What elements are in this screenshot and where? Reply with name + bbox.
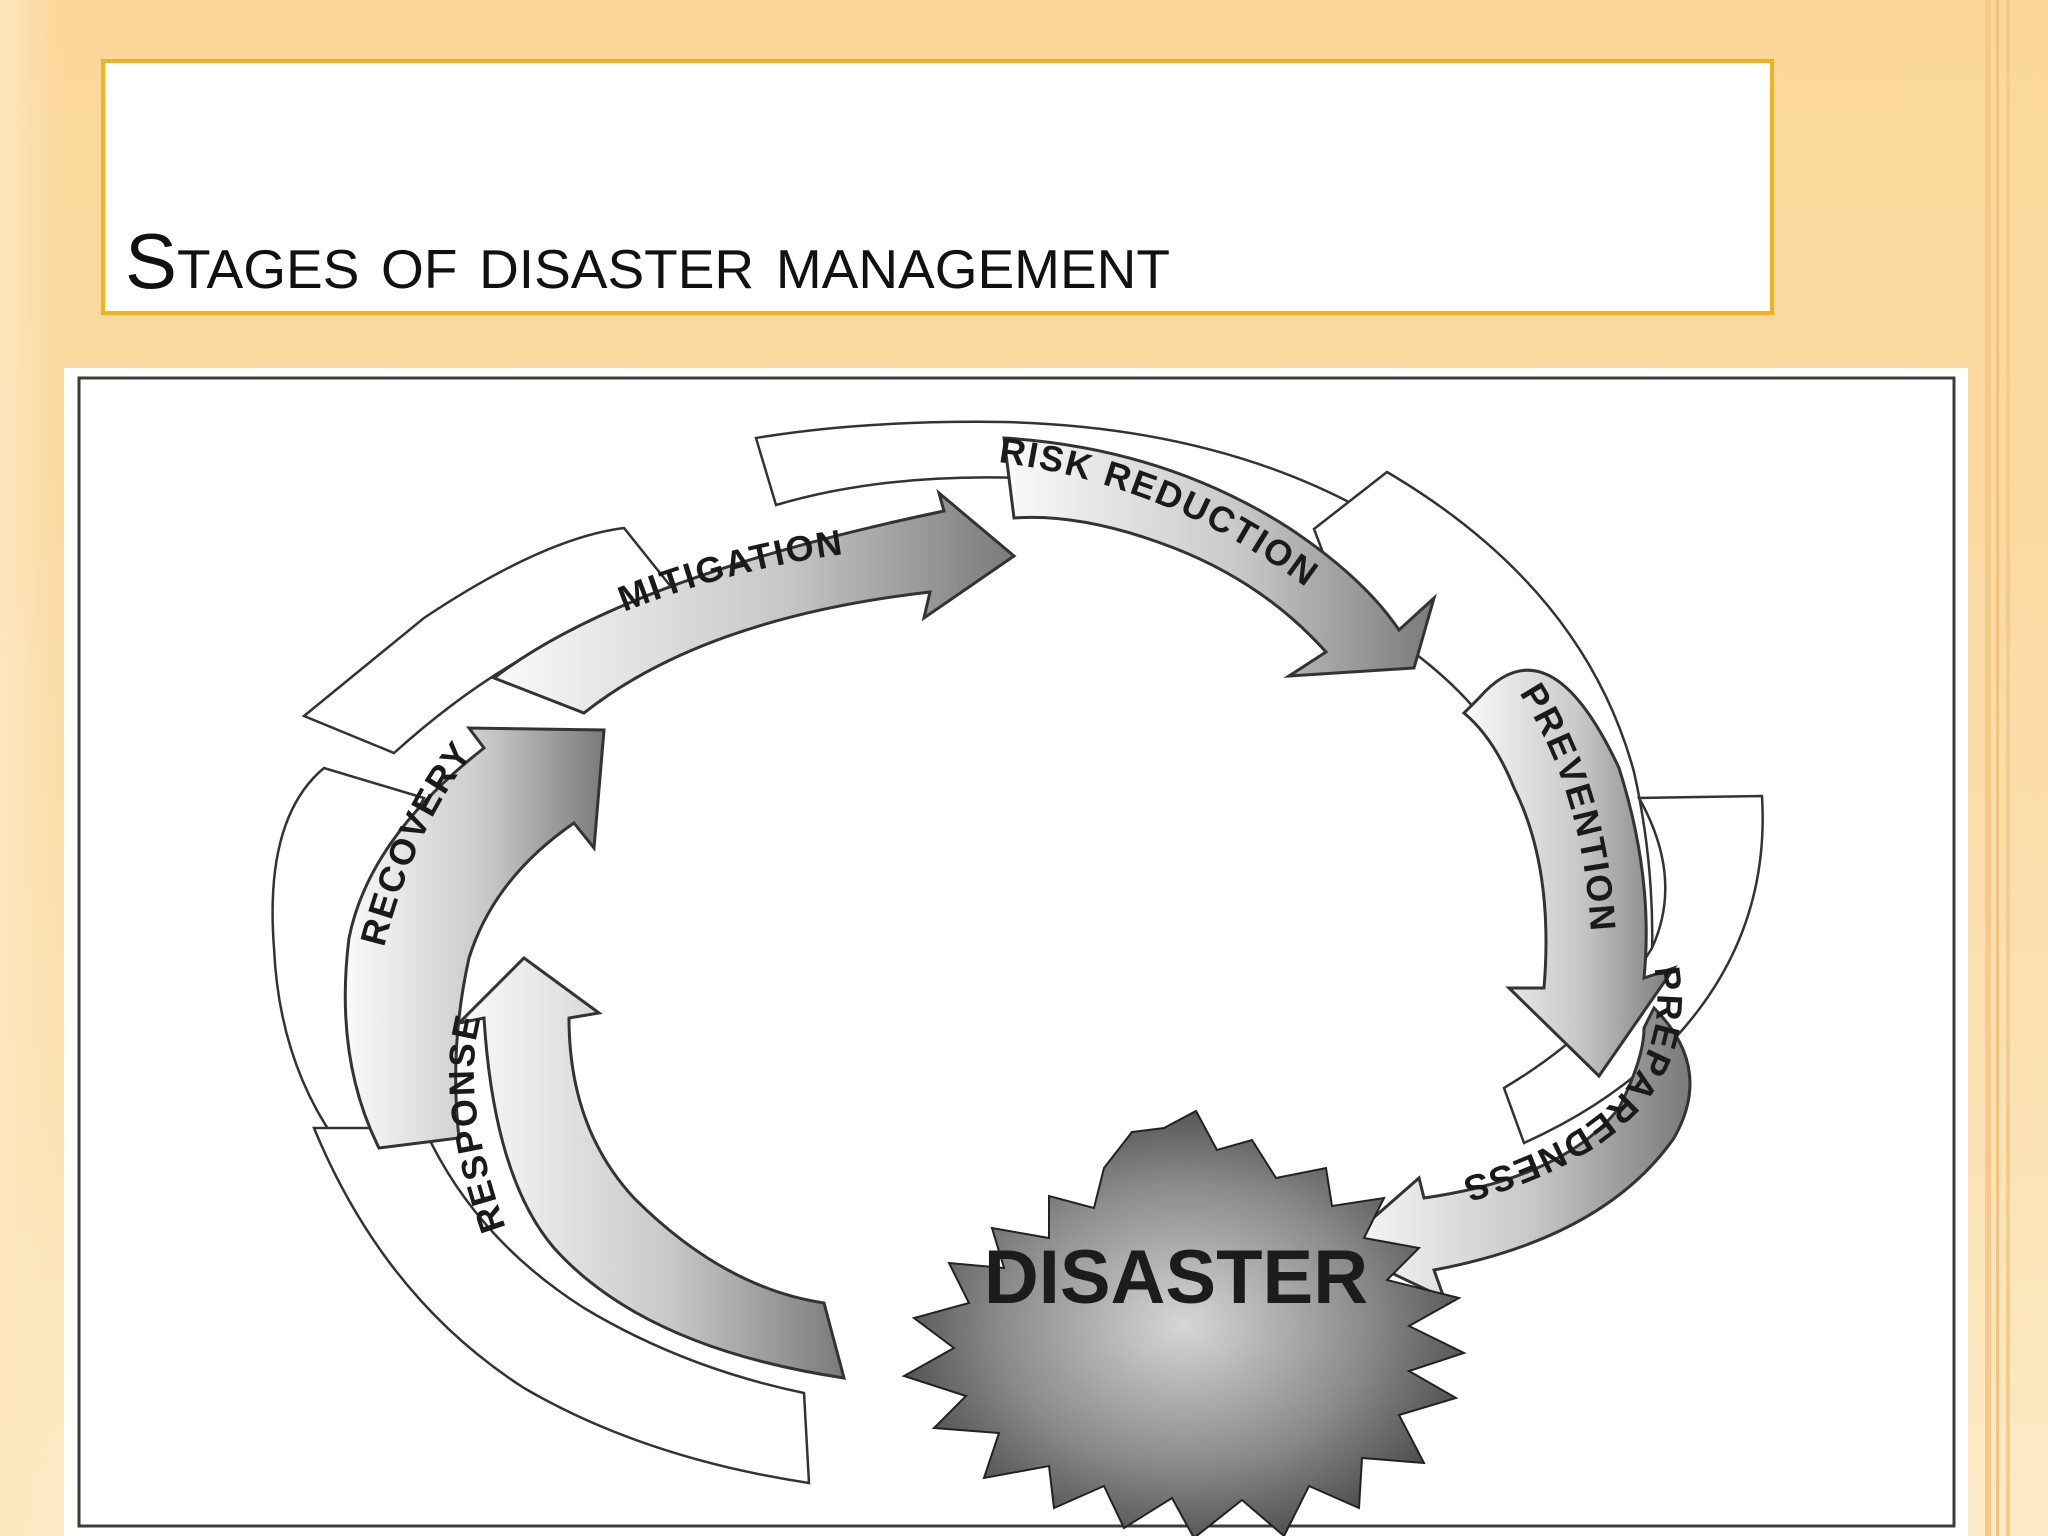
arrow-prevention (1461, 668, 1678, 1079)
disaster-burst (901, 1109, 1467, 1536)
arrow-response (454, 956, 847, 1380)
left-glow (0, 0, 58, 1536)
arrow-preparedness (1336, 1005, 1692, 1301)
title-box: Stages of disaster management (101, 59, 1774, 315)
arrow-recovery (343, 726, 606, 1150)
arrow-risk-reduction (1002, 436, 1437, 678)
arrow-mitigation (490, 488, 1017, 715)
side-stripe (1996, 0, 1999, 1536)
side-stripe (2006, 0, 2010, 1536)
side-stripe (1985, 0, 1991, 1536)
slide-title: Stages of disaster management (125, 217, 1171, 305)
label-disaster: DISASTER (984, 1235, 1368, 1320)
back-band (1502, 794, 1764, 1145)
diagram-image-panel: MITIGATION RISK REDUCTION PREVENTION PRE… (64, 368, 1968, 1536)
disaster-cycle-diagram: MITIGATION RISK REDUCTION PREVENTION PRE… (77, 376, 1956, 1536)
back-band (312, 1126, 811, 1485)
